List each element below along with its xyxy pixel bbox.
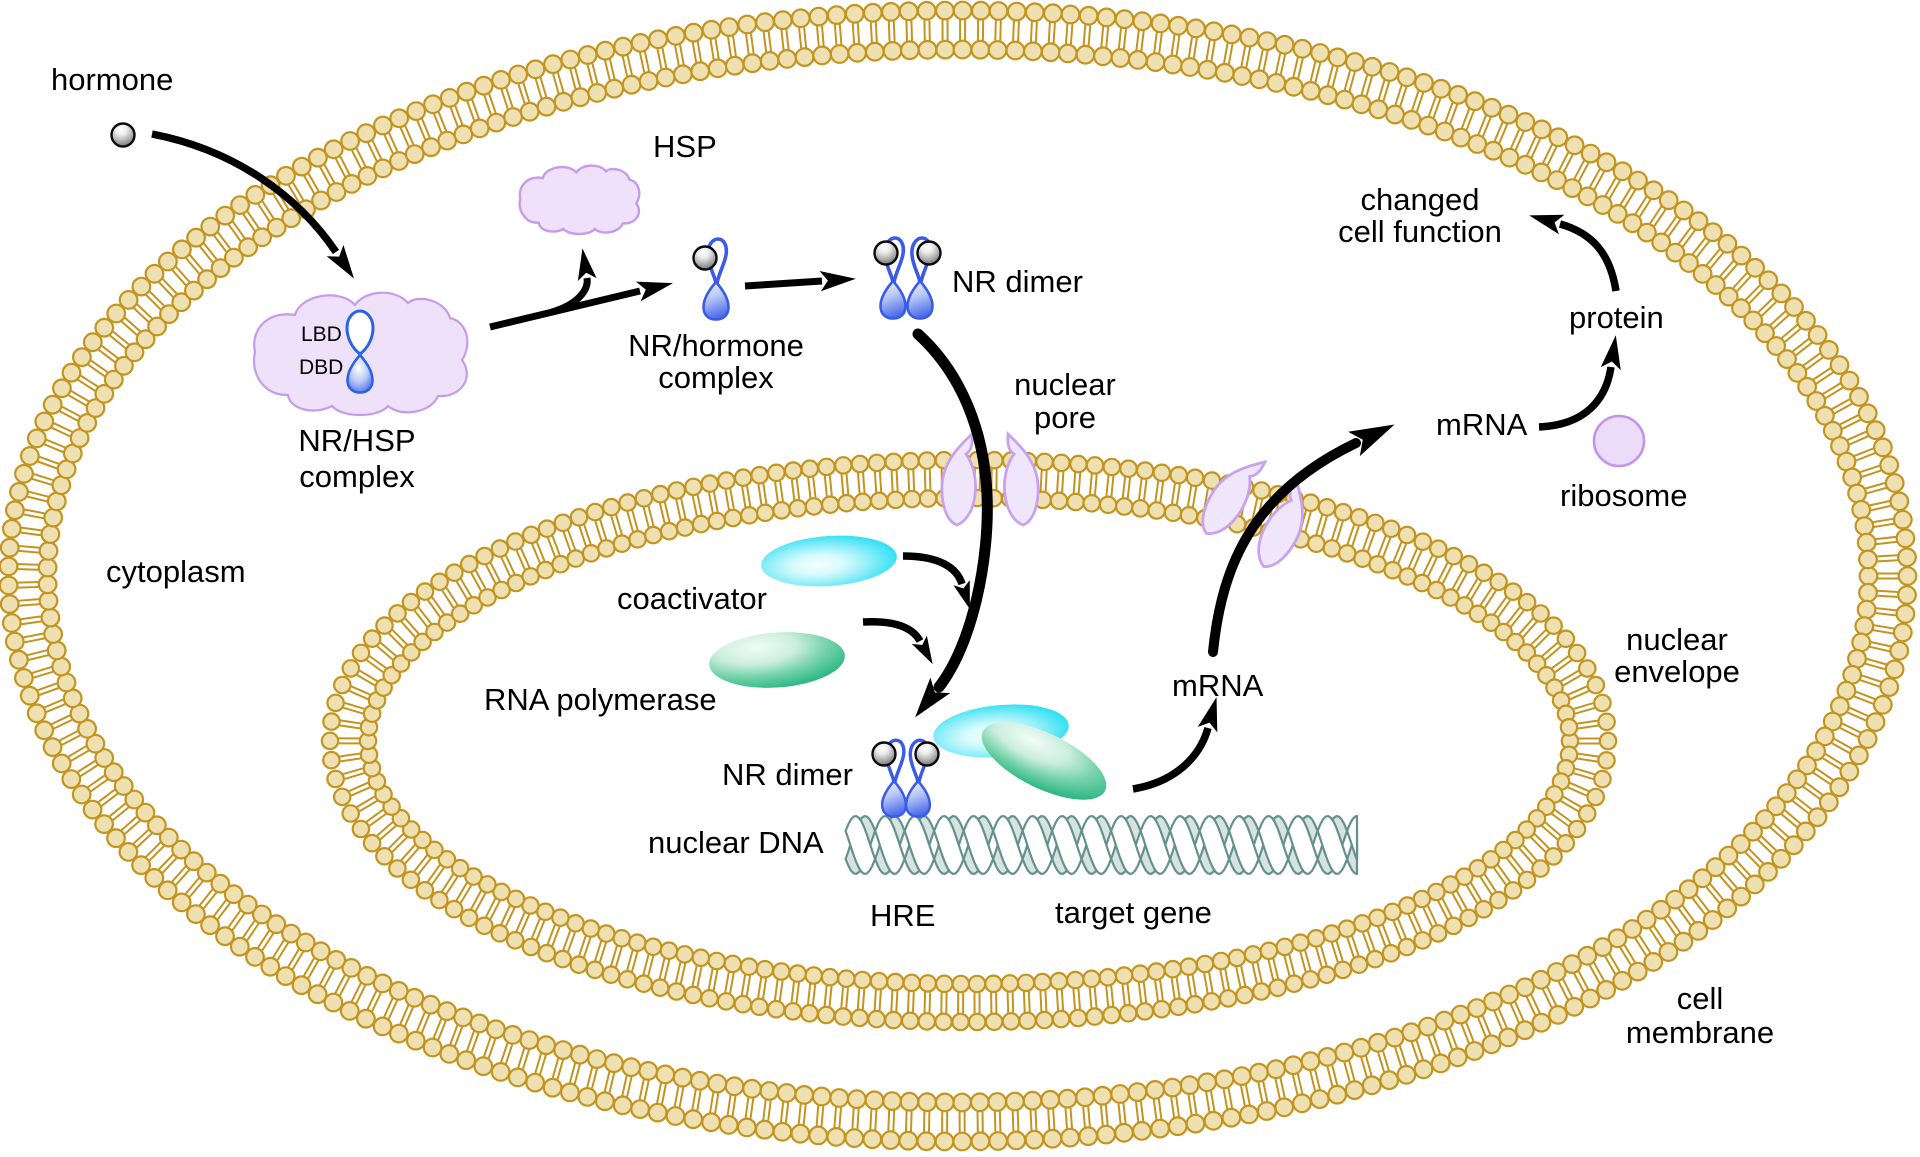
svg-text:DBD: DBD <box>299 356 343 379</box>
svg-text:hormone: hormone <box>51 62 173 97</box>
svg-text:NR/HSP: NR/HSP <box>298 423 415 458</box>
svg-text:mRNA: mRNA <box>1172 668 1264 703</box>
svg-text:nuclear DNA: nuclear DNA <box>648 825 824 860</box>
svg-text:LBD: LBD <box>301 323 342 346</box>
svg-text:membrane: membrane <box>1626 1015 1774 1050</box>
svg-text:protein: protein <box>1569 300 1664 335</box>
svg-text:pore: pore <box>1034 400 1096 435</box>
svg-text:cell function: cell function <box>1338 214 1502 249</box>
svg-text:changed: changed <box>1361 182 1480 217</box>
svg-text:HRE: HRE <box>870 898 935 933</box>
svg-text:cell: cell <box>1677 981 1724 1016</box>
svg-text:mRNA: mRNA <box>1436 407 1528 442</box>
svg-text:RNA polymerase: RNA polymerase <box>484 682 717 717</box>
svg-text:HSP: HSP <box>653 129 717 164</box>
svg-text:ribosome: ribosome <box>1560 478 1688 513</box>
svg-text:NR/hormone: NR/hormone <box>628 328 804 363</box>
svg-text:NR dimer: NR dimer <box>722 757 853 792</box>
svg-text:coactivator: coactivator <box>617 581 767 616</box>
svg-text:cytoplasm: cytoplasm <box>106 554 246 589</box>
svg-text:complex: complex <box>299 459 415 494</box>
svg-text:nuclear: nuclear <box>1014 367 1116 402</box>
svg-text:envelope: envelope <box>1614 654 1740 689</box>
svg-text:target gene: target gene <box>1055 895 1212 930</box>
svg-text:complex: complex <box>658 360 774 395</box>
svg-text:nuclear: nuclear <box>1626 622 1728 657</box>
svg-text:NR dimer: NR dimer <box>952 264 1083 299</box>
